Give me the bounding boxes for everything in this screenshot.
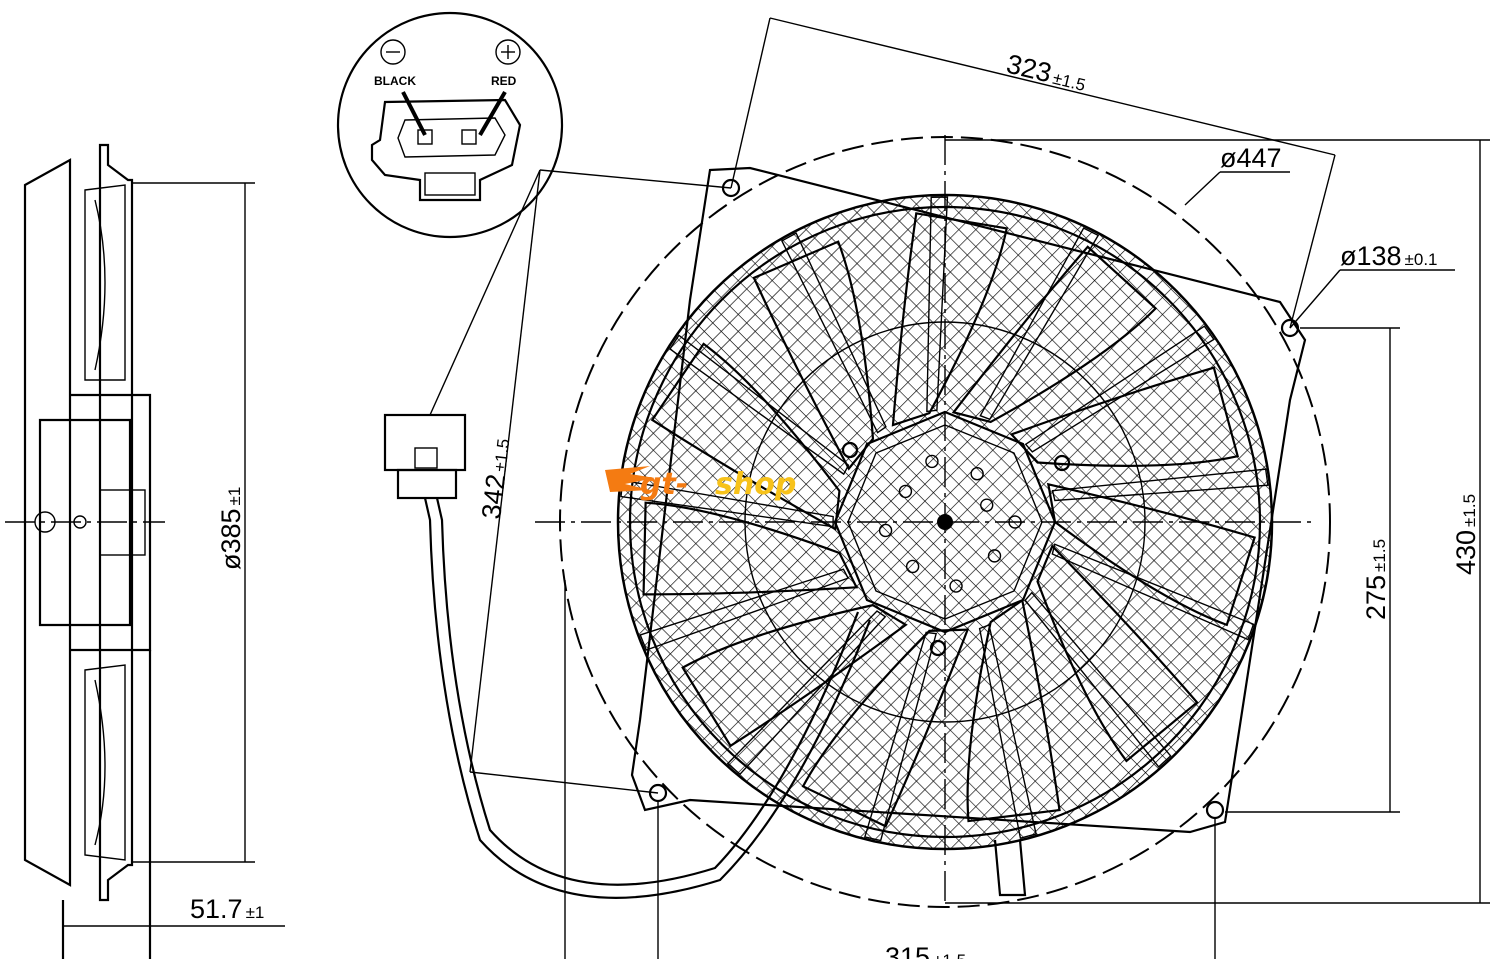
fan-blade (752, 240, 875, 471)
fan-blade (681, 603, 908, 748)
overall-height-tolerance: ±1.5 (1460, 494, 1479, 527)
svg-text:430±1.5: 430 ±1.5 (1451, 494, 1481, 575)
red-wire-label: RED (491, 74, 517, 88)
watermark-part2: shop (715, 467, 796, 502)
depth-tolerance: ±1 (246, 903, 265, 922)
hub-hole (878, 523, 893, 538)
dimension-overall-height: 430 ±1.5 (945, 139, 1490, 904)
fan-blade (951, 245, 1158, 424)
diagonal-mount-tolerance: ±1.5 (1051, 69, 1088, 95)
inner-height-value: 275 (1361, 575, 1391, 620)
hub-hole (925, 454, 939, 469)
vertical-mount-tolerance: ±1.5 (491, 438, 514, 473)
vertical-mount-value: 342 (476, 472, 511, 520)
fan-blade (1046, 482, 1256, 627)
bottom-width-value: 315 (885, 942, 930, 959)
fan-blade (891, 212, 1009, 427)
svg-text:323±1.5: 323±1.5 (1004, 49, 1090, 97)
svg-text:315±1.5: 315±1.5 (885, 942, 966, 959)
shroud-strut (668, 334, 850, 476)
dimension-bottom-width: 315±1.5 (564, 580, 1216, 959)
overall-height-value: 430 (1451, 530, 1481, 575)
connector-detail: BLACK RED (336, 11, 564, 416)
fan-blade (650, 342, 841, 531)
fan-diameter-value: ø385 (216, 508, 246, 570)
dimension-inner-height: 275 ±1.5 (1225, 327, 1400, 813)
hub-hole (980, 498, 994, 512)
shroud-strut (1024, 325, 1215, 453)
hub-hole (905, 559, 920, 574)
fan-diameter-tolerance: ±1 (225, 487, 244, 506)
dimension-outer-diameter: ø447 (1184, 143, 1290, 206)
watermark-part1: gt- (640, 467, 688, 502)
shroud-strut (863, 631, 938, 842)
fan-front-view (535, 135, 1331, 908)
depth-value: 51.7 (190, 894, 243, 924)
shroud-strut (780, 232, 887, 434)
shroud-strut (1024, 591, 1172, 768)
dimension-hole-diameter: ø138±0.1 (1289, 241, 1455, 329)
hub-hole (970, 467, 984, 481)
shroud-strut (979, 227, 1100, 421)
shroud-strut (1051, 543, 1255, 641)
svg-text:51.7±1: 51.7±1 (190, 894, 264, 924)
side-view (5, 143, 165, 959)
hole-diameter-value: ø138 (1340, 241, 1402, 271)
shroud-strut (1051, 468, 1269, 502)
svg-text:275±1.5: 275 ±1.5 (1361, 539, 1391, 620)
hole-diameter-tolerance: ±0.1 (1405, 250, 1438, 269)
fan-blade (966, 598, 1061, 823)
fan-blade (1009, 366, 1240, 467)
dimension-fan-diameter: ø385 ±1 (132, 182, 255, 863)
svg-text:342±1.5: 342±1.5 (476, 437, 515, 521)
shroud-strut (926, 196, 949, 413)
outer-diameter-value: ø447 (1220, 143, 1282, 173)
fan-blade (642, 501, 859, 596)
shroud-strut (726, 610, 887, 776)
hub-hole (898, 484, 913, 499)
svg-text:ø138±0.1: ø138±0.1 (1340, 241, 1438, 271)
black-wire-label: BLACK (374, 74, 416, 88)
dimension-vertical-mount: 342±1.5 (469, 169, 732, 794)
bottom-width-tolerance: ±1.5 (933, 951, 966, 959)
gt-shop-watermark: gt- shop (605, 466, 796, 502)
inner-height-tolerance: ±1.5 (1370, 539, 1389, 572)
hub-hole (987, 549, 1002, 563)
dimension-depth: 51.7±1 (63, 894, 285, 927)
svg-text:ø385±1: ø385 ±1 (216, 487, 246, 570)
shroud-strut (639, 568, 850, 651)
diagonal-mount-value: 323 (1004, 49, 1055, 89)
hub-hole (949, 579, 963, 593)
fan-blade (1036, 544, 1199, 763)
shroud-strut (978, 624, 1037, 839)
